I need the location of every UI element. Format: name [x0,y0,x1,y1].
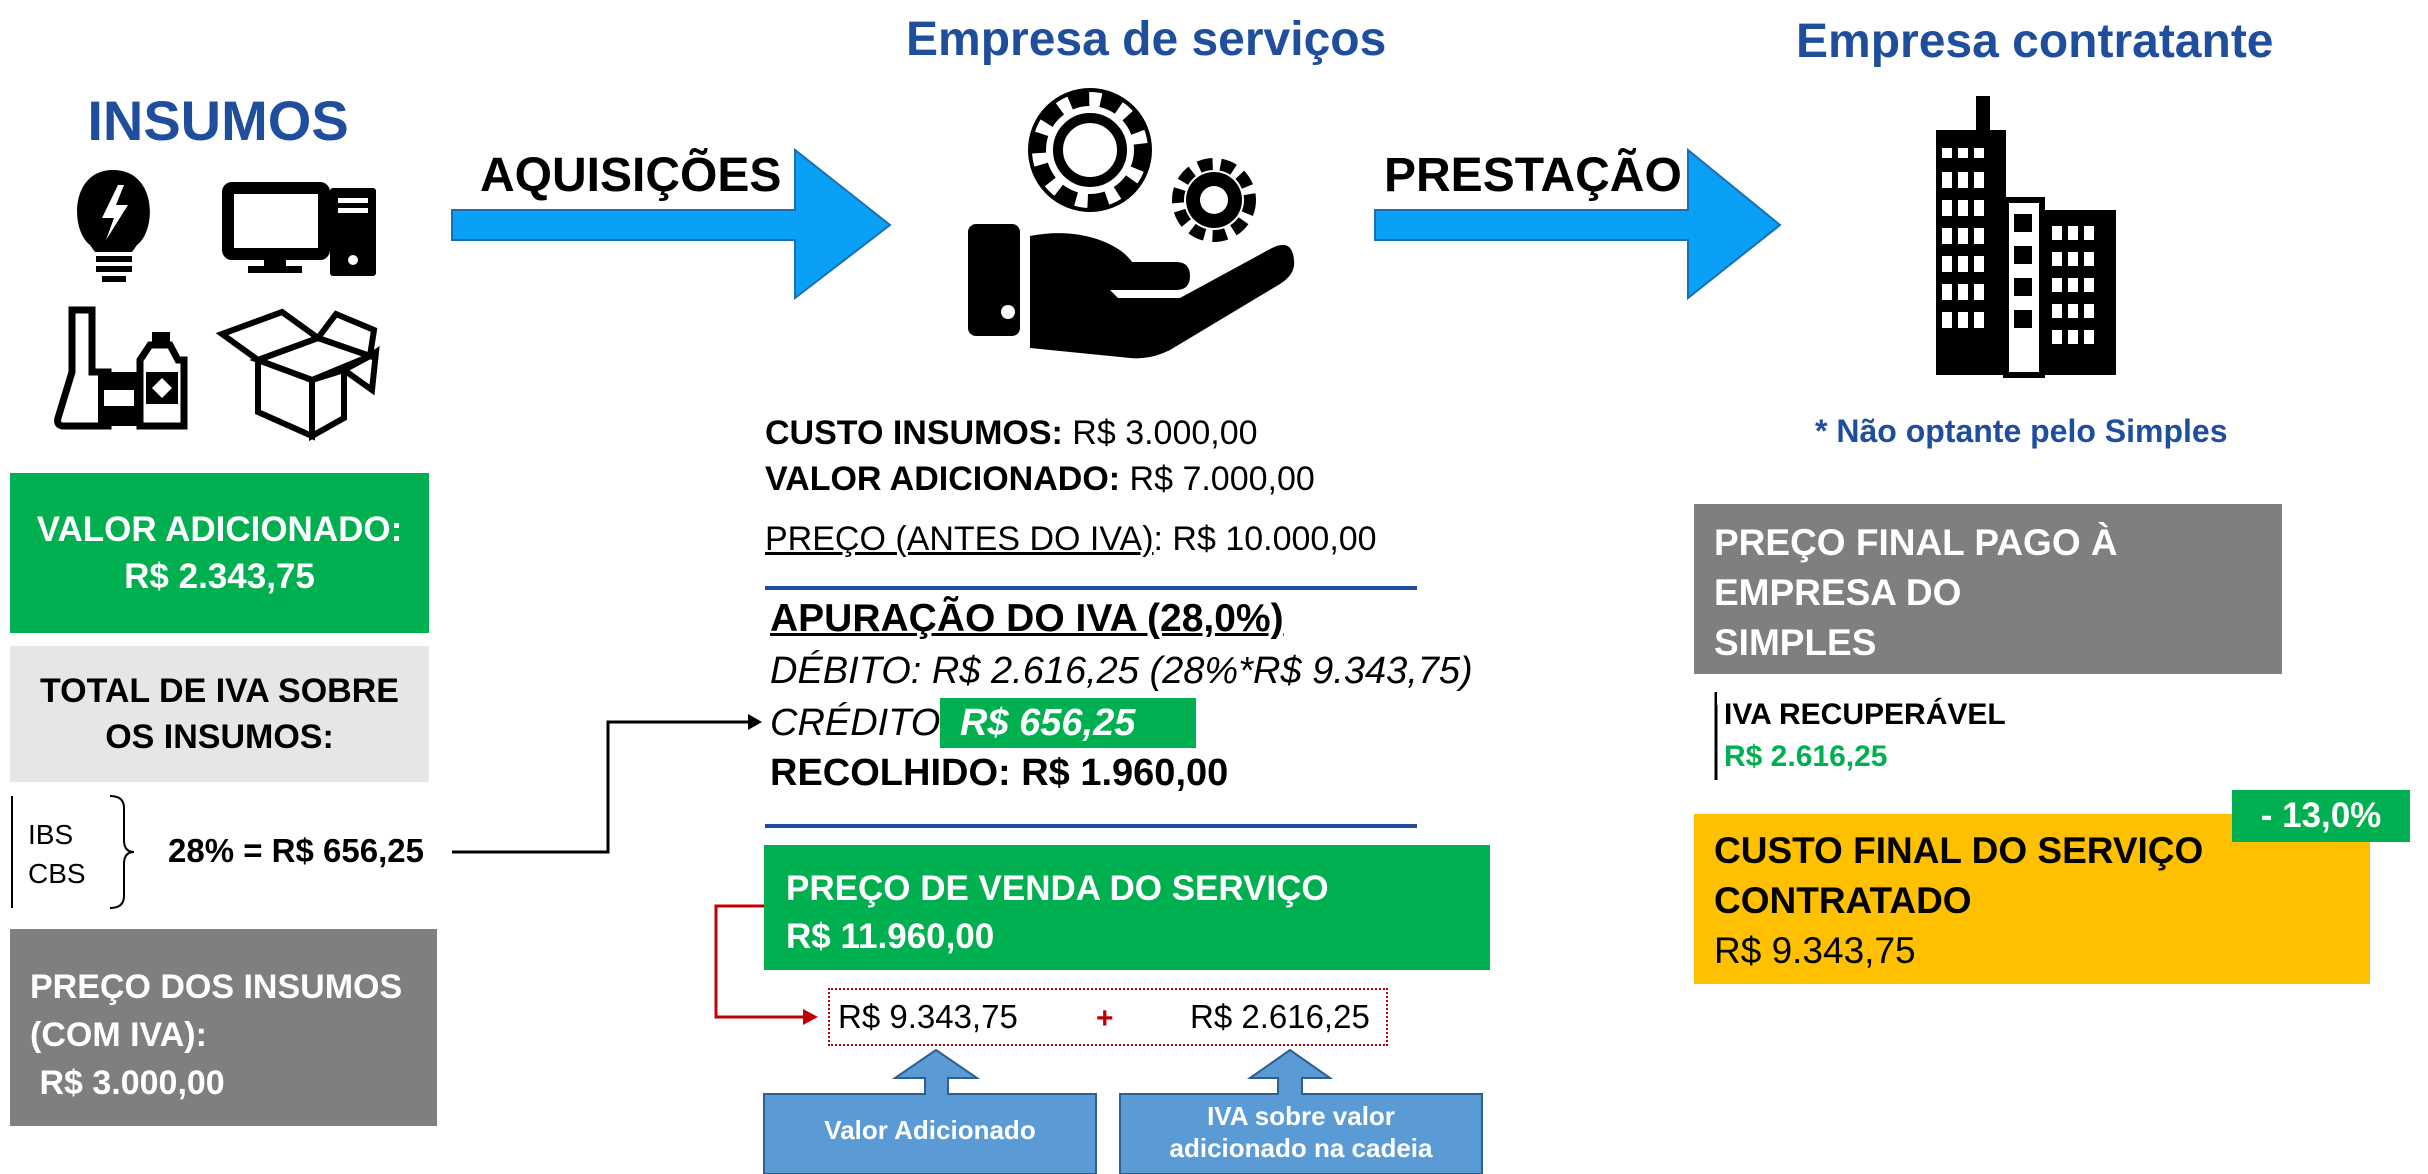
preco-venda-value: R$ 11.960,00 [786,917,995,956]
insumos-va-value: R$ 2.343,75 [124,557,315,596]
tax-equation: 28% = R$ 656,25 [168,832,424,869]
total-iva-line1: TOTAL DE IVA SOBRE [40,672,399,710]
preco-final-value: R$ 11.960,00 [1714,672,1934,713]
callout-valor-adicionado [763,1048,1097,1174]
custo-final-value: R$ 9.343,75 [1714,930,1916,971]
empresa-contratante-title: Empresa contratante [1796,15,2274,68]
custos-block: CUSTO INSUMOS: R$ 3.000,00 VALOR ADICION… [765,410,1315,502]
callout-iva-cadeia-label: IVA sobre valor adicionado na cadeia [1120,1100,1482,1164]
simples-note: * Não optante pelo Simples [1815,413,2228,449]
preco-final-line2: SIMPLES [1714,622,1877,663]
preco-final-box: PREÇO FINAL PAGO À EMPRESA DO SIMPLES R$… [1694,504,2282,713]
insumos-total-iva-box: TOTAL DE IVA SOBRE OS INSUMOS: [10,646,429,782]
aquisicoes-label: AQUISIÇÕES [480,149,782,202]
preco-venda-box: PREÇO DE VENDA DO SERVIÇO R$ 11.960,00 [764,845,1490,970]
prestacao-label: PRESTAÇÃO [1384,149,1682,202]
callout-valor-adicionado-label: Valor Adicionado [824,1115,1036,1145]
preco-insumos-box: PREÇO DOS INSUMOS (COM IVA): R$ 3.000,00 [10,929,437,1126]
breakdown-box [828,988,1388,1046]
computer-icon [222,182,376,276]
custo-insumos-label: CUSTO INSUMOS: [765,414,1063,452]
credito-connector-head [748,714,762,730]
custo-final-box: CUSTO FINAL DO SERVIÇO CONTRATADO R$ 9.3… [1694,814,2370,984]
lightbulb-icon [77,170,150,282]
insumos-va-label: VALOR ADICIONADO: [36,510,403,549]
debito-line: DÉBITO: R$ 2.616,25 (28%*R$ 9.343,75) [770,650,1473,692]
breakdown-plus: + [1096,1002,1114,1035]
apuracao-title: APURAÇÃO DO IVA (28,0%) [770,597,1284,640]
breakdown-valor-adicionado: R$ 9.343,75 [838,998,1018,1035]
credito-value: R$ 656,25 [940,698,1196,748]
preco-insumos-value: R$ 3.000,00 [30,1064,225,1102]
building-icon [1936,96,2116,378]
preco-antes-iva-value: : R$ 10.000,00 [1153,520,1377,558]
aquisicoes-arrow [451,147,892,301]
insumos-valor-adicionado-box: VALOR ADICIONADO: R$ 2.343,75 [10,473,429,633]
prestacao-arrow [1374,147,1782,301]
preco-final-line1: PREÇO FINAL PAGO À EMPRESA DO [1714,522,2118,613]
preco-antes-iva-row: PREÇO (ANTES DO IVA): R$ 10.000,00 [765,520,1377,559]
iva-recuperavel-label: IVA RECUPERÁVEL [1724,698,2006,731]
percent-badge: - 13,0% [2232,790,2410,842]
tax-brace [109,795,135,909]
chemicals-icon [54,306,188,430]
valor-adicionado-value: R$ 7.000,00 [1120,460,1315,498]
credito-label: CRÉDITO: [770,702,951,744]
credito-connector [452,720,756,854]
preco-insumos-line2: (COM IVA): [30,1016,207,1054]
open-box-icon [215,308,380,442]
custo-final-line2: CONTRATADO [1714,880,1972,921]
valor-adicionado-label: VALOR ADICIONADO: [765,460,1121,498]
callout-iva-line1: IVA sobre valor [1207,1101,1395,1131]
breakdown-connector-head [803,1009,818,1025]
iva-recuperavel-value: R$ 2.616,25 [1724,740,1888,773]
preco-insumos-line1: PREÇO DOS INSUMOS [30,968,403,1006]
breakdown-iva: R$ 2.616,25 [1190,998,1370,1035]
tax-ibs: IBS [28,819,74,850]
empresa-servicos-title: Empresa de serviços [906,13,1387,66]
tax-cbs: CBS [28,858,86,889]
valor-adicionado-row: VALOR ADICIONADO: R$ 7.000,00 [765,456,1315,502]
custo-final-line1: CUSTO FINAL DO SERVIÇO [1714,830,2204,871]
preco-antes-iva-label: PREÇO (ANTES DO IVA) [765,520,1154,558]
gears-hand-icon [968,88,1295,359]
custo-insumos-row: CUSTO INSUMOS: R$ 3.000,00 [765,410,1315,456]
custo-insumos-value: R$ 3.000,00 [1062,414,1258,452]
callout-iva-line2: adicionado na cadeia [1169,1133,1433,1163]
total-iva-line2: OS INSUMOS: [105,718,334,756]
tax-names: IBS CBS [28,815,86,893]
recolhido-line: RECOLHIDO: R$ 1.960,00 [770,752,1229,794]
insumos-title: INSUMOS [87,89,349,152]
breakdown-connector [714,904,806,1019]
callout-iva-cadeia [1119,1048,1483,1174]
preco-venda-label: PREÇO DE VENDA DO SERVIÇO [786,869,1329,908]
